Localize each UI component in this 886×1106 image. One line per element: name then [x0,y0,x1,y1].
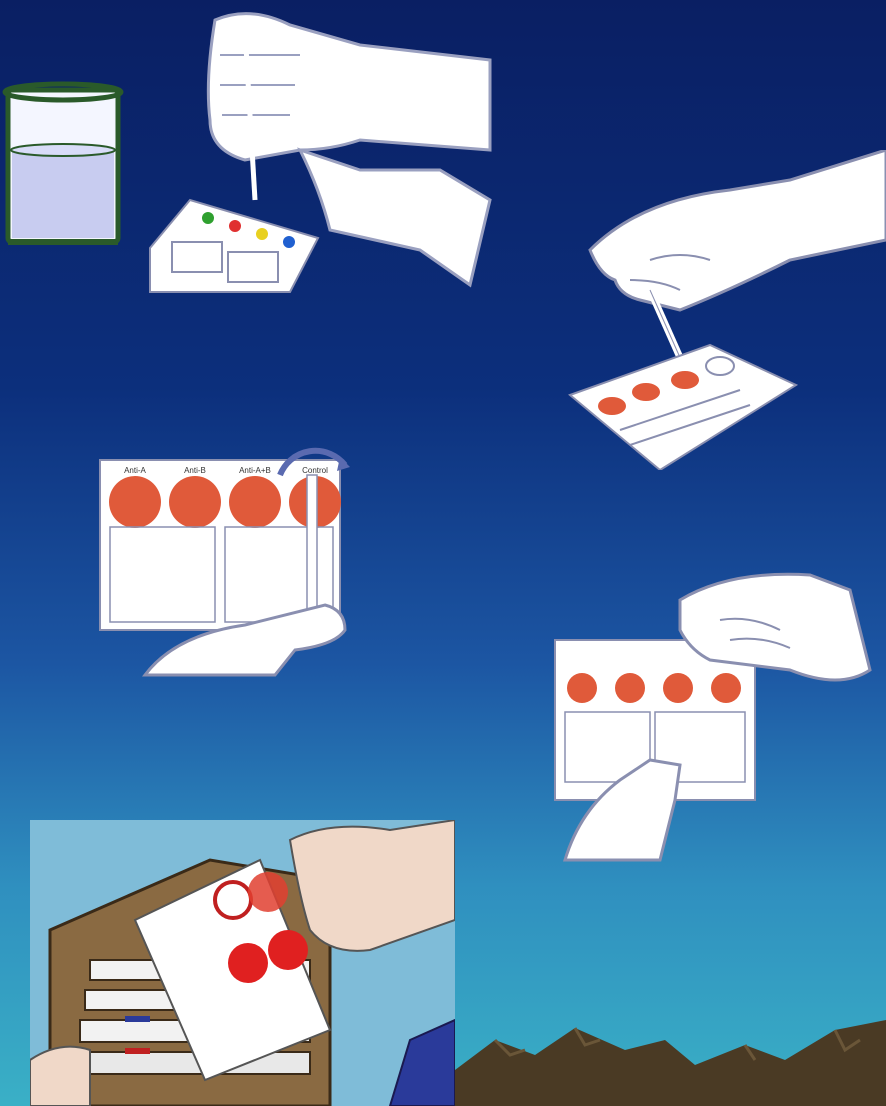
test-card-angled [570,345,796,470]
blue-dot-icon [283,236,295,248]
beaker-icon [5,84,121,242]
red-dot-icon [229,220,241,232]
test-card-small [150,200,318,292]
col-label-2: Anti-B [184,466,206,475]
mountain-silhouette [455,1010,886,1106]
wallet-photo [30,820,455,1106]
hand-with-stick-icon [590,150,886,380]
step-2-illustration [560,150,886,470]
step-3-illustration: Anti-A Anti-B Anti-A+B Control [95,445,355,685]
step-1-illustration [0,0,500,300]
col-label-1: Anti-A [124,466,146,475]
yellow-dot-icon [256,228,268,240]
col-label-4: Control [302,466,328,475]
col-label-3: Anti-A+B [239,466,271,475]
green-dot-icon [202,212,214,224]
step-4-illustration [550,560,886,870]
